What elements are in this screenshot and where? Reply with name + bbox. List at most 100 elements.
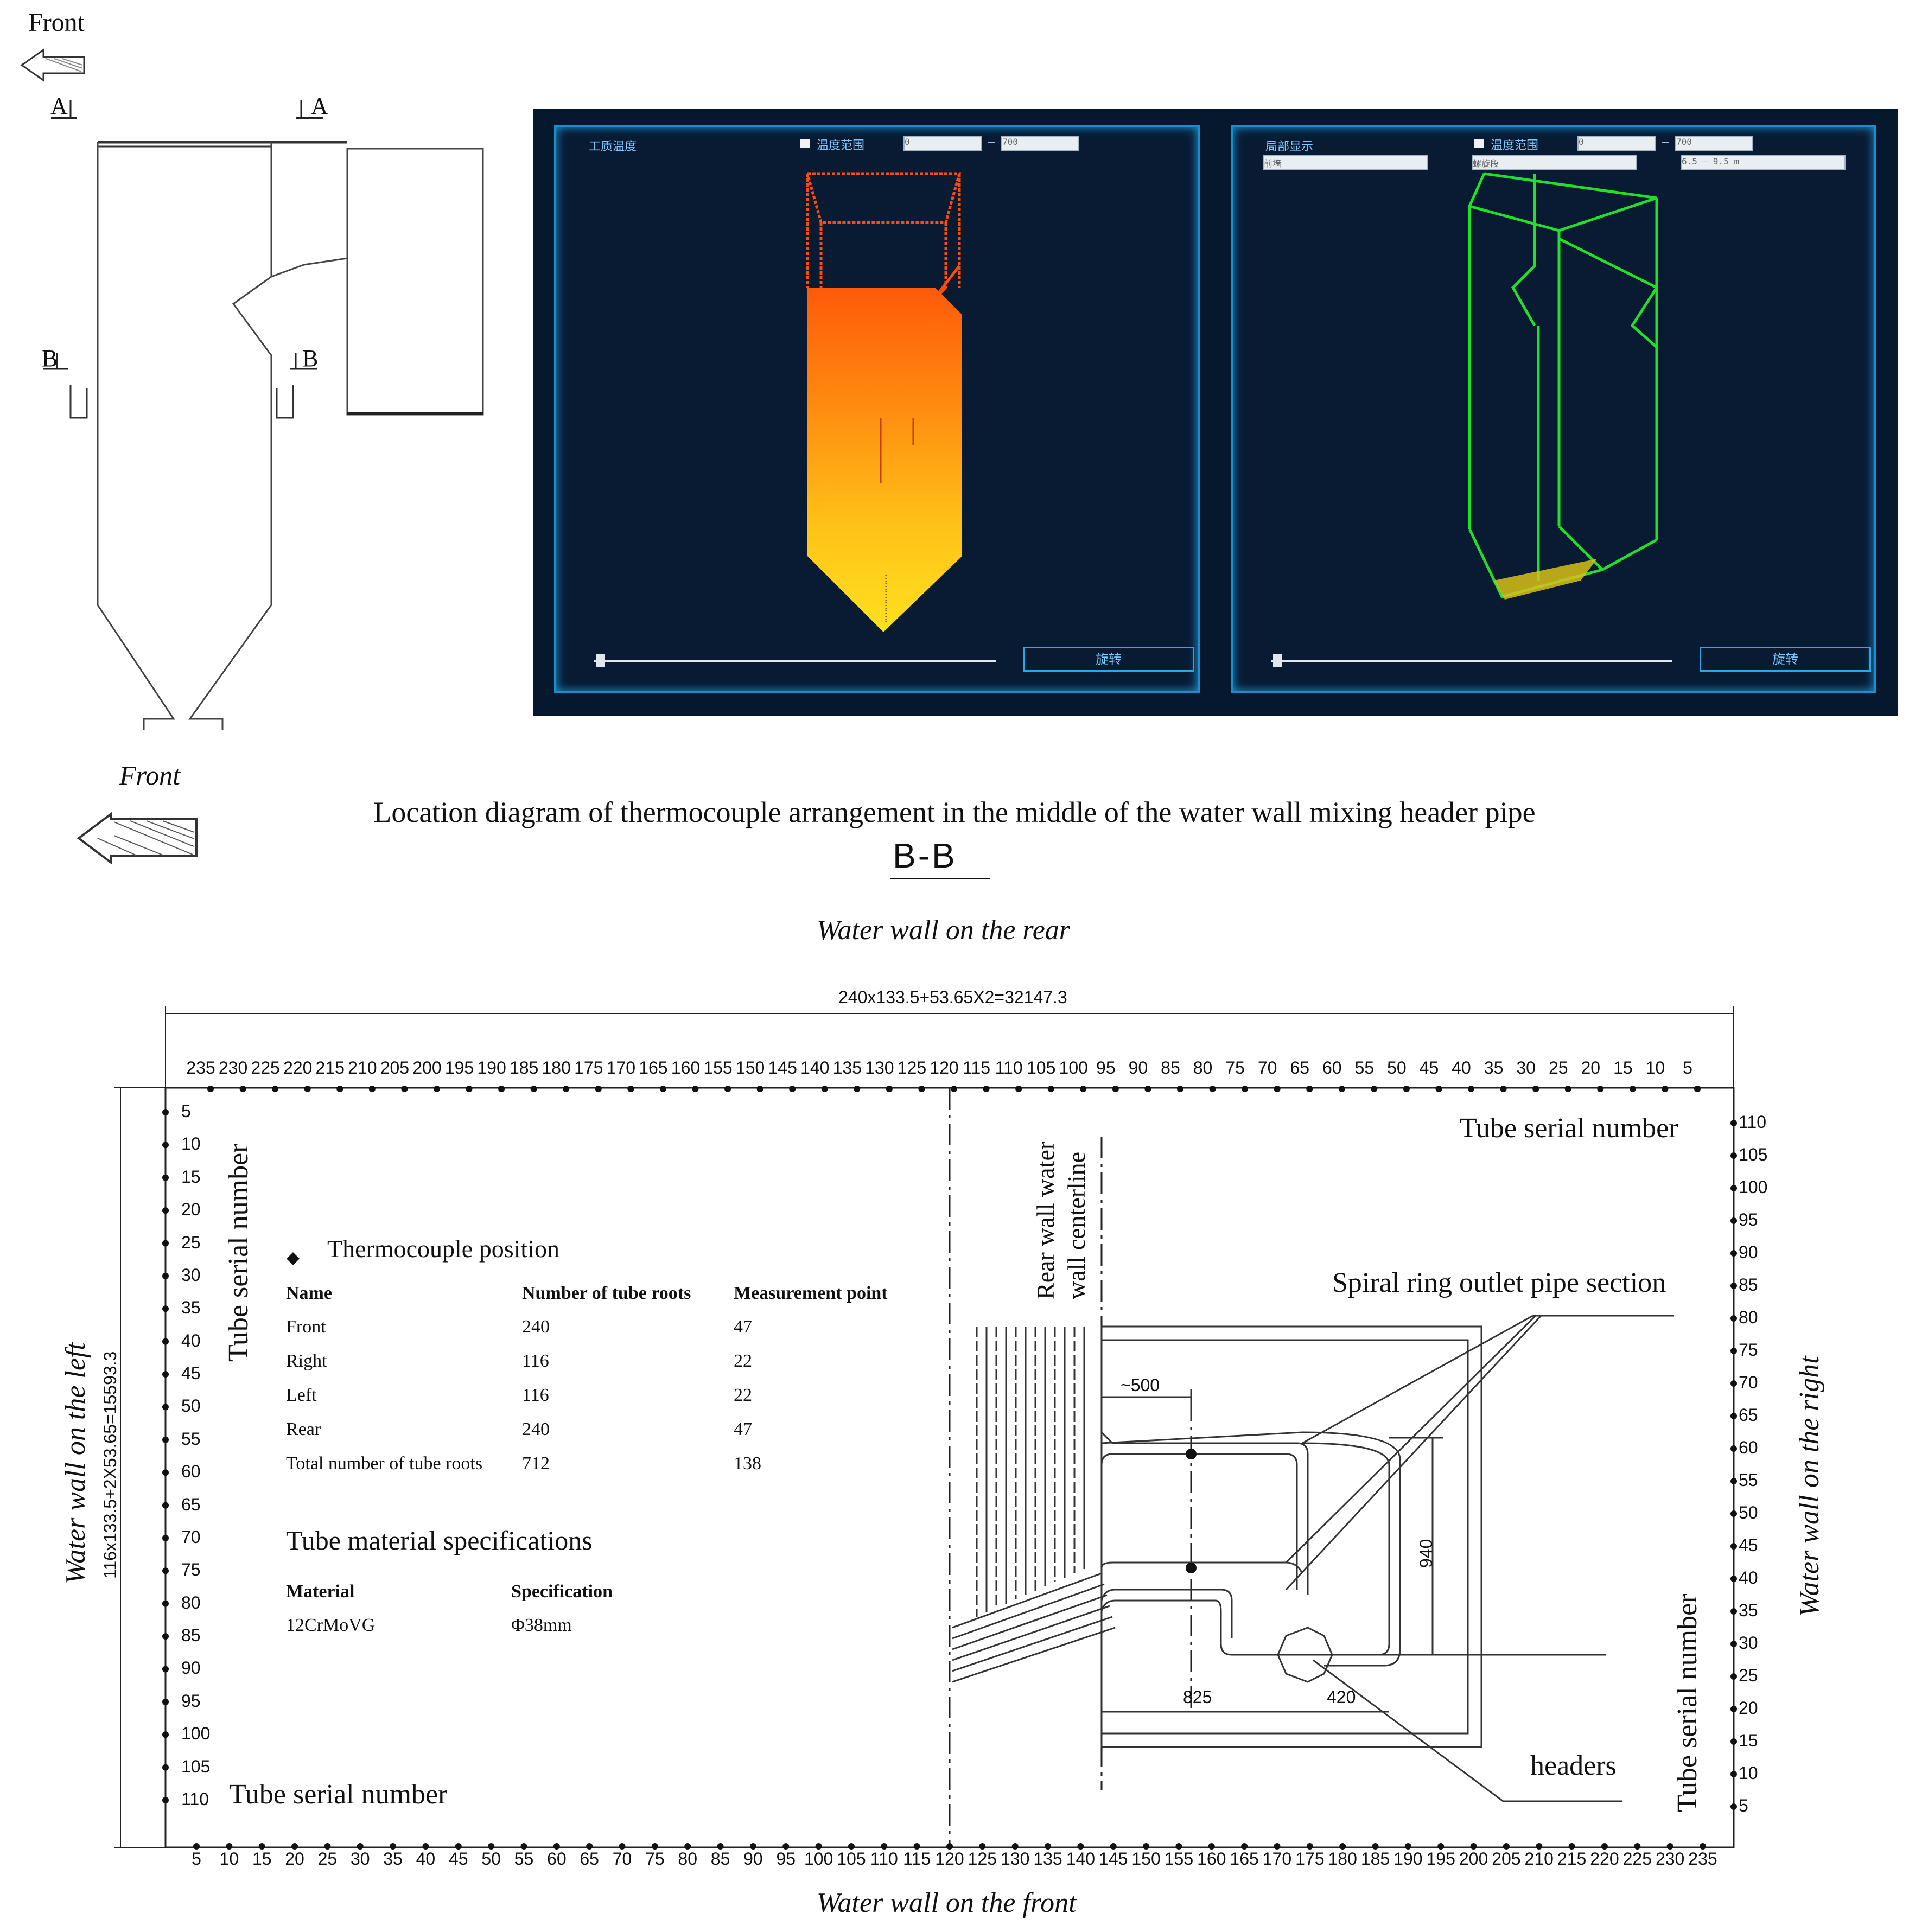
bottom-tick-label: 205 (1492, 1849, 1521, 1869)
section-title-bb: B-B (893, 836, 957, 875)
top-tick-label: 40 (1452, 1058, 1471, 1077)
top-tick-label: 65 (1290, 1058, 1309, 1077)
range-min-input-left[interactable]: 0 (903, 136, 982, 151)
left-tick-label: 110 (181, 1789, 209, 1809)
top-tick-label: 60 (1322, 1058, 1342, 1077)
bottom-tick-label: 20 (285, 1849, 304, 1869)
right-tick-label: 105 (1739, 1145, 1768, 1164)
height-select[interactable]: 6.5 — 9.5 m (1681, 155, 1846, 170)
left-tick-label: 55 (181, 1429, 201, 1449)
figure-caption: Location diagram of thermocouple arrange… (373, 796, 1536, 828)
left-tick-label: 10 (181, 1134, 201, 1154)
top-tick-label: 210 (348, 1058, 377, 1077)
table-cell: 116 (522, 1385, 549, 1405)
top-tick-label: 200 (412, 1058, 442, 1077)
top-tick-label: 10 (1645, 1058, 1665, 1077)
rotate-button-right[interactable]: 旋转 (1700, 647, 1871, 672)
bottom-tick-label: 95 (776, 1849, 796, 1869)
top-tick-label: 230 (218, 1058, 248, 1077)
bottom-tick-label: 40 (416, 1849, 436, 1869)
spiral-section-label: Spiral ring outlet pipe section (1332, 1267, 1666, 1298)
top-tick-label: 85 (1161, 1058, 1180, 1077)
bottom-tick-label: 75 (645, 1849, 665, 1869)
tube-serial-top-right: Tube serial number (1460, 1113, 1678, 1144)
top-tick-label: 35 (1484, 1058, 1504, 1077)
bottom-tick-label: 235 (1688, 1849, 1717, 1869)
table-cell: Right (286, 1351, 327, 1371)
table-cell: 116 (522, 1351, 549, 1371)
material-title: Tube material specifications (286, 1525, 593, 1555)
top-tick-label: 55 (1354, 1058, 1375, 1077)
right-tick-label: 110 (1739, 1112, 1767, 1132)
bottom-tick-label: 120 (935, 1849, 964, 1869)
furnace-wireframe-model (1467, 172, 1658, 598)
top-tick-label: 80 (1193, 1058, 1213, 1077)
top-tick-label: 140 (800, 1058, 830, 1077)
table-header-cell: Specification (511, 1582, 613, 1602)
left-tick-label: 90 (181, 1658, 201, 1678)
top-tick-label: 180 (542, 1058, 571, 1077)
right-tick-label: 20 (1739, 1698, 1758, 1718)
right-tick-label: 35 (1739, 1601, 1758, 1620)
bottom-tick-label: 210 (1524, 1849, 1554, 1869)
right-tick-label: 60 (1739, 1438, 1758, 1457)
tick-dots (162, 1086, 1737, 1850)
rotation-slider-left[interactable] (594, 660, 996, 662)
spiral-outlet-pipe-detail (952, 1315, 1674, 1802)
bottom-tick-label: 220 (1590, 1849, 1619, 1869)
front-arrow-large-icon (77, 812, 198, 865)
top-tick-label: 175 (574, 1058, 603, 1077)
slider-knob-left[interactable] (596, 654, 605, 667)
right-tick-label: 85 (1739, 1275, 1758, 1295)
table-cell: Front (286, 1317, 326, 1337)
dim-940: 940 (1416, 1539, 1436, 1568)
top-tick-label: 150 (735, 1058, 765, 1077)
rotate-button-left[interactable]: 旋转 (1023, 647, 1194, 672)
top-tick-label: 165 (639, 1058, 668, 1077)
left-tick-label: 100 (181, 1724, 211, 1744)
wall-select[interactable]: 前墙 (1263, 155, 1428, 170)
table-cell: 22 (734, 1385, 752, 1405)
range-min-input-right[interactable]: 0 (1577, 136, 1656, 151)
left-tick-label: 85 (181, 1625, 201, 1646)
bottom-tick-label: 140 (1066, 1849, 1096, 1869)
range-max-input-left[interactable]: 700 (1001, 136, 1079, 151)
range-checkbox-right[interactable] (1474, 139, 1484, 148)
right-tick-label: 75 (1739, 1340, 1758, 1360)
right-tick-label: 30 (1739, 1633, 1758, 1653)
panel-left-title: 工质温度 (589, 140, 637, 154)
left-dimension: 116x133.5+2X53.65=15593.3 (100, 1351, 120, 1579)
section-select[interactable]: 螺旋段 (1472, 155, 1637, 170)
top-tick-label: 95 (1096, 1058, 1116, 1077)
table-cell: 712 (522, 1453, 550, 1474)
range-checkbox-left[interactable] (800, 139, 810, 148)
rotation-slider-right[interactable] (1271, 660, 1672, 662)
bottom-tick-label: 195 (1426, 1849, 1455, 1869)
top-tick-label: 145 (768, 1058, 797, 1077)
left-wall-label: Water wall on the left (60, 1342, 91, 1584)
headers-label: headers (1530, 1750, 1617, 1781)
slider-knob-right[interactable] (1273, 654, 1282, 667)
bottom-tick-label: 185 (1360, 1849, 1390, 1869)
left-tick-label: 25 (181, 1232, 201, 1252)
left-tick-label: 15 (181, 1166, 201, 1187)
top-tick-label: 130 (865, 1058, 894, 1077)
bottom-tick-label: 55 (514, 1849, 534, 1869)
top-tick-label: 30 (1516, 1058, 1536, 1077)
left-tick-label: 80 (181, 1592, 201, 1612)
bottom-tick-label: 30 (350, 1849, 370, 1869)
bottom-tick-label: 165 (1230, 1849, 1259, 1869)
top-tick-label: 100 (1059, 1058, 1088, 1077)
rear-wall-label: Water wall on the rear (817, 915, 1071, 946)
left-tick-label: 45 (181, 1363, 201, 1383)
front-wall-label: Water wall on the front (817, 1888, 1077, 1918)
top-tick-label: 125 (897, 1058, 927, 1077)
top-tick-label: 50 (1387, 1058, 1407, 1077)
right-tick-label: 40 (1739, 1568, 1758, 1587)
centerline-label-2: wall centerline (1062, 1151, 1090, 1299)
furnace-temperature-model (806, 172, 962, 632)
range-max-input-right[interactable]: 700 (1675, 136, 1753, 151)
top-tick-label: 110 (995, 1058, 1023, 1077)
right-tick-label: 10 (1739, 1763, 1758, 1783)
left-tick-label: 60 (181, 1462, 201, 1482)
